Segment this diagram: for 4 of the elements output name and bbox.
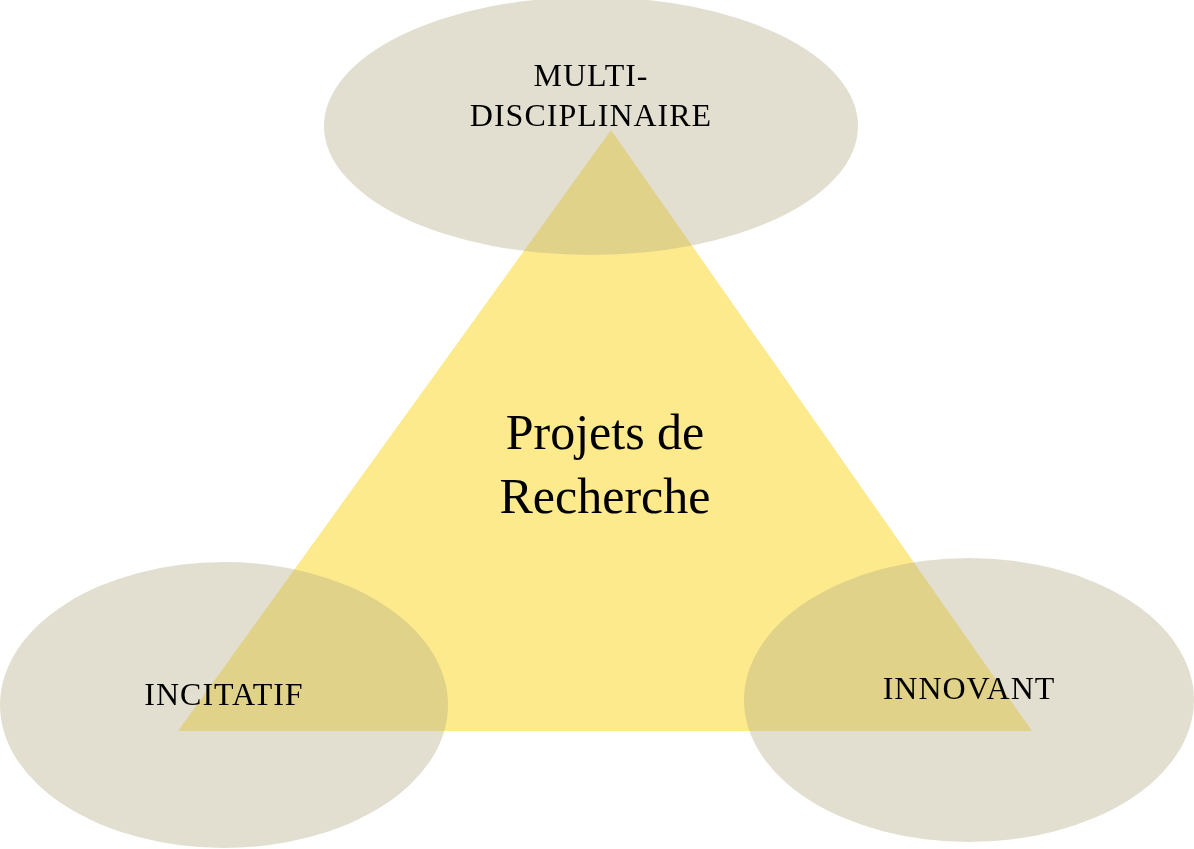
node-label: INCITATIF <box>143 675 305 714</box>
node-label: INNOVANT <box>881 669 1057 708</box>
node-label: Projets de Recherche <box>498 403 712 526</box>
node-label: MULTI- DISCIPLINAIRE <box>468 56 714 135</box>
